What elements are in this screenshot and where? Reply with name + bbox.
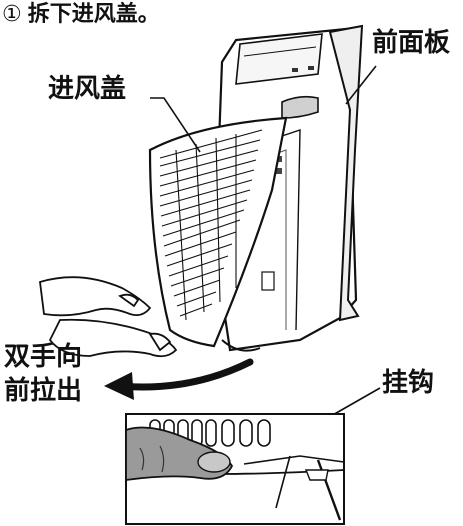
indicator-dot <box>308 66 314 70</box>
leader-intake-cover <box>150 97 201 153</box>
pull-arrow <box>116 358 254 391</box>
step-number: ① <box>2 2 22 27</box>
hook-detail-inset <box>125 413 345 525</box>
step-title-text: 拆下进风盖。 <box>27 2 160 27</box>
pull-instruction-line1: 双手向 <box>4 342 83 372</box>
hands <box>39 276 178 358</box>
pull-instruction-line2: 前拉出 <box>4 376 83 406</box>
pull-arrow-head <box>104 372 134 400</box>
front-panel-label: 前面板 <box>372 28 451 58</box>
intake-grille <box>159 129 263 321</box>
front-panel <box>328 24 364 322</box>
intake-cover-label: 进风盖 <box>48 74 127 104</box>
hook-label: 挂钩 <box>382 368 435 398</box>
leader-front-panel <box>345 65 377 105</box>
pull-instruction: 双手向 前拉出 <box>4 340 82 408</box>
handle-recess <box>281 95 319 119</box>
indicator-dot <box>292 68 298 72</box>
top-display <box>235 33 323 85</box>
